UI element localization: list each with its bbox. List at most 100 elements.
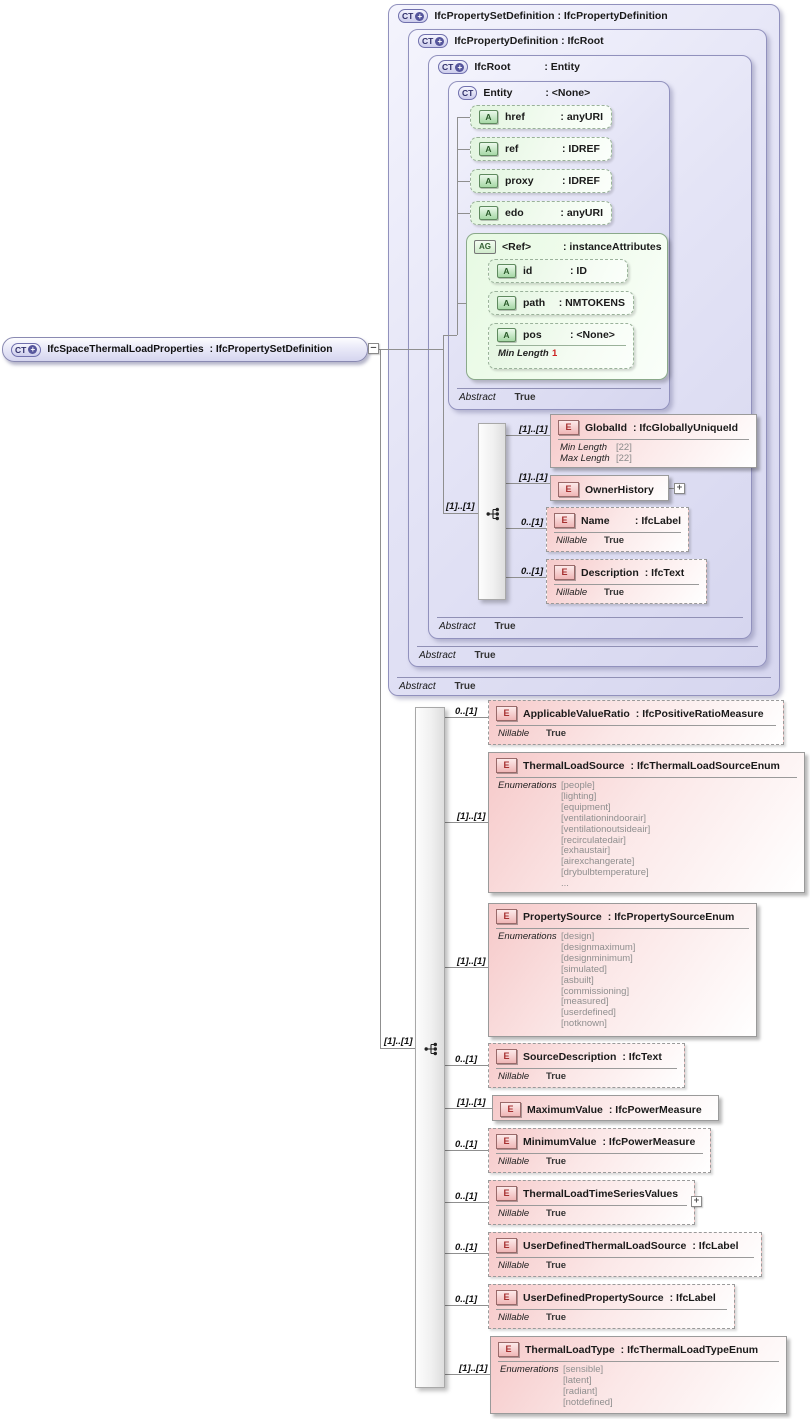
container-type: : Entity bbox=[544, 61, 580, 73]
attribute-icon: A bbox=[497, 328, 516, 342]
connector-line bbox=[457, 117, 458, 335]
element-icon: E bbox=[558, 482, 579, 497]
enumeration-values: [sensible] [latent] [radiant] [notdefine… bbox=[563, 1364, 613, 1408]
attribute-icon: A bbox=[497, 264, 516, 278]
attribute-ref: A ref : IDREF bbox=[470, 137, 612, 161]
connector-line bbox=[506, 577, 546, 578]
element-name: PropertySource bbox=[523, 910, 602, 923]
cardinality-label: 0..[1] bbox=[455, 1191, 478, 1202]
element-name: ApplicableValueRatio bbox=[523, 707, 630, 720]
cardinality-label: [1]..[1] bbox=[519, 472, 548, 483]
cardinality-label: [1]..[1] bbox=[457, 811, 486, 822]
attribute-name: href bbox=[505, 111, 525, 123]
container-type: : <None> bbox=[545, 87, 591, 99]
element-OwnerHistory: E OwnerHistory bbox=[550, 475, 669, 501]
attribute-name: edo bbox=[505, 207, 524, 219]
element-name: UserDefinedPropertySource bbox=[523, 1291, 664, 1304]
divider bbox=[496, 345, 626, 346]
element-ApplicableValueRatio: E ApplicableValueRatio : IfcPositiveRati… bbox=[488, 700, 784, 745]
divider bbox=[498, 1361, 779, 1362]
nillable-facet: Nillable True bbox=[498, 1260, 567, 1271]
cardinality-label: [1]..[1] bbox=[459, 1363, 488, 1374]
element-icon: E bbox=[496, 1134, 517, 1149]
divider bbox=[496, 1205, 687, 1206]
element-UserDefinedThermalLoadSource: E UserDefinedThermalLoadSource : IfcLabe… bbox=[488, 1232, 762, 1277]
enumeration-values: [people] [lighting] [equipment] [ventila… bbox=[561, 780, 651, 890]
connector-line bbox=[443, 335, 444, 513]
cardinality-label: [1]..[1] bbox=[457, 1097, 486, 1108]
element-ThermalLoadSource: E ThermalLoadSource : IfcThermalLoadSour… bbox=[488, 752, 805, 893]
element-name: ThermalLoadType bbox=[525, 1343, 615, 1356]
connector-line bbox=[445, 1150, 488, 1151]
attribute-name: ref bbox=[505, 143, 519, 155]
element-icon: E bbox=[558, 420, 579, 435]
nillable-facet: Nillable True bbox=[556, 535, 625, 546]
divider bbox=[397, 677, 771, 678]
connector-line bbox=[506, 528, 546, 529]
element-MaximumValue: E MaximumValue : IfcPowerMeasure bbox=[492, 1095, 719, 1121]
attribute-path: A path : NMTOKENS bbox=[488, 291, 634, 315]
element-type: : IfcThermalLoadTypeEnum bbox=[620, 1343, 759, 1356]
element-icon: E bbox=[500, 1102, 521, 1117]
element-icon: E bbox=[496, 706, 517, 721]
collapse-toggle[interactable]: – bbox=[368, 343, 379, 354]
divider bbox=[558, 439, 749, 440]
attribute-icon: A bbox=[479, 206, 498, 220]
element-name: SourceDescription bbox=[523, 1050, 617, 1063]
connector-line bbox=[443, 513, 478, 514]
element-type: : IfcLabel bbox=[669, 1291, 716, 1304]
attribute-group-icon: AG bbox=[474, 240, 496, 254]
element-icon: E bbox=[554, 513, 575, 528]
element-ThermalLoadType: E ThermalLoadType : IfcThermalLoadTypeEn… bbox=[490, 1336, 787, 1414]
cardinality-label: 0..[1] bbox=[455, 1054, 478, 1065]
divider bbox=[437, 617, 743, 618]
connector-line bbox=[457, 149, 470, 150]
attribute-icon: A bbox=[479, 174, 498, 188]
derived-plus-icon: + bbox=[415, 11, 425, 21]
element-SourceDescription: E SourceDescription : IfcText Nillable T… bbox=[488, 1043, 685, 1088]
connector-line bbox=[457, 213, 470, 214]
element-Description: E Description : IfcText Nillable True bbox=[546, 559, 707, 604]
attribute-proxy: A proxy : IDREF bbox=[470, 169, 612, 193]
element-type: : IfcLabel bbox=[634, 514, 681, 527]
element-name: MaximumValue bbox=[527, 1103, 603, 1116]
container-name: IfcRoot bbox=[474, 61, 511, 73]
connector-line bbox=[445, 1374, 490, 1375]
element-name: Description bbox=[581, 566, 639, 579]
attribute-href: A href : anyURI bbox=[470, 105, 612, 129]
enumerations-facet: Enumerations [sensible] [latent] [radian… bbox=[500, 1364, 613, 1408]
connector-line bbox=[445, 1253, 488, 1254]
element-name: GlobalId bbox=[585, 421, 627, 434]
element-type: : IfcThermalLoadSourceEnum bbox=[630, 759, 780, 772]
expand-toggle[interactable]: + bbox=[674, 483, 685, 494]
abstract-facet: Abstract True bbox=[439, 621, 516, 632]
cardinality-label: 0..[1] bbox=[455, 1294, 478, 1305]
connector-line bbox=[445, 717, 488, 718]
attribute-name: pos bbox=[523, 329, 542, 341]
cardinality-label: 0..[1] bbox=[521, 517, 544, 528]
element-type: : IfcText bbox=[644, 566, 685, 579]
element-icon: E bbox=[496, 909, 517, 924]
divider bbox=[496, 1257, 754, 1258]
divider bbox=[496, 725, 776, 726]
cardinality-label: 0..[1] bbox=[455, 1139, 478, 1150]
element-type: : IfcPowerMeasure bbox=[602, 1135, 696, 1148]
expand-toggle[interactable]: + bbox=[691, 1196, 702, 1207]
element-icon: E bbox=[496, 758, 517, 773]
element-icon: E bbox=[496, 1186, 517, 1201]
element-name: MinimumValue bbox=[523, 1135, 597, 1148]
root-element-IfcSpaceThermalLoadProperties: CT+ IfcSpaceThermalLoadProperties : IfcP… bbox=[2, 337, 368, 362]
complex-type-icon: CT+ bbox=[11, 342, 42, 357]
attribute-icon: A bbox=[479, 142, 498, 156]
container-header: CT+ IfcRoot : Entity bbox=[438, 60, 580, 74]
cardinality-label: 0..[1] bbox=[521, 566, 544, 577]
connector-line bbox=[445, 1202, 488, 1203]
enumerations-facet: Enumerations [people] [lighting] [equipm… bbox=[498, 780, 651, 890]
attribute-icon: A bbox=[497, 296, 516, 310]
attribute-pos: A pos : <None> Min Length 1 bbox=[488, 323, 634, 369]
connector-line bbox=[506, 483, 550, 484]
connector-line bbox=[506, 435, 550, 436]
abstract-facet: Abstract True bbox=[419, 650, 496, 661]
element-ThermalLoadTimeSeriesValues: E ThermalLoadTimeSeriesValues Nillable T… bbox=[488, 1180, 695, 1225]
divider bbox=[496, 1309, 727, 1310]
